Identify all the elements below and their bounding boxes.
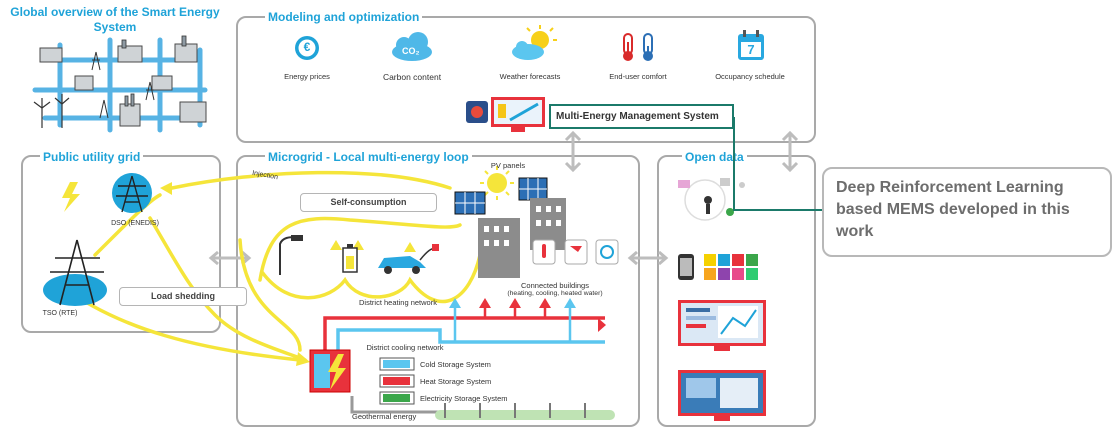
pv-panels-label: PV panels — [490, 161, 526, 170]
euro-icon — [295, 36, 319, 60]
electricity-storage-label: Electricity Storage System — [420, 394, 508, 403]
street-lamp-icon — [279, 235, 303, 275]
district-cooling-label: District cooling network — [366, 343, 444, 352]
open-data-network-graphic — [678, 178, 745, 221]
label-carbon-content: Carbon content — [382, 72, 442, 82]
tso-pylon-icon — [43, 239, 107, 306]
central-energy-hub-icon — [309, 349, 351, 393]
electric-car-icon — [378, 244, 439, 274]
co2-label: CO₂ — [402, 46, 420, 56]
connected-buildings-label: Connected buildings — [521, 281, 589, 290]
building-services-icons — [532, 239, 619, 265]
calendar-icon — [738, 30, 764, 60]
callout-connector — [733, 117, 822, 211]
self-consumption-label: Self-consumption — [300, 193, 437, 212]
sun-cloud-icon — [512, 25, 557, 60]
dso-pylon-icon — [112, 173, 152, 213]
geothermal-label: Geothermal energy — [352, 412, 417, 421]
battery-icon — [342, 244, 358, 273]
modeling-title: Modeling and optimization — [265, 10, 423, 24]
dso-label: DSO (ENEDIS) — [111, 220, 159, 227]
calendar-day: 7 — [747, 42, 755, 57]
smart-grid-network-illustration — [32, 35, 208, 133]
district-heating-label: District heating network — [359, 298, 437, 307]
cloud-co2-icon — [392, 32, 432, 61]
euro-symbol: € — [303, 40, 311, 54]
cold-storage-label: Cold Storage System — [420, 360, 491, 369]
open-data-apps-graphic — [678, 254, 758, 280]
open-data-title: Open data — [682, 150, 747, 164]
label-weather-forecasts: Weather forecasts — [499, 72, 561, 81]
buildings-icon — [478, 198, 566, 278]
callout-drl-mems: Deep Reinforcement Learning based MEMS d… — [822, 167, 1112, 257]
thermometers-icon — [623, 33, 653, 61]
mems-computer-icon — [466, 97, 545, 132]
connected-buildings-sub-label: (heating, cooling, heated water) — [507, 290, 603, 297]
heat-storage-label: Heat Storage System — [420, 377, 492, 386]
geothermal-pipes — [350, 396, 615, 420]
open-data-monitor-2 — [678, 370, 766, 421]
label-end-user-comfort: End-user comfort — [609, 72, 667, 81]
utility-title: Public utility grid — [40, 150, 144, 164]
cold-storage-battery — [379, 357, 415, 371]
electricity-storage-battery — [379, 391, 415, 405]
microgrid-title: Microgrid - Local multi-energy loop — [265, 150, 472, 164]
open-data-monitor-1 — [678, 300, 766, 351]
load-shedding-label: Load shedding — [119, 287, 247, 306]
label-energy-prices: Energy prices — [284, 72, 330, 81]
tso-label: TSO (RTE) — [42, 310, 78, 317]
heat-storage-battery — [379, 374, 415, 388]
label-occupancy-schedule: Occupancy schedule — [715, 72, 785, 81]
global-overview-title: Global overview of the Smart Energy Syst… — [10, 5, 220, 34]
mems-label: Multi-Energy Management System — [549, 104, 734, 129]
lightning-icon — [62, 182, 80, 212]
